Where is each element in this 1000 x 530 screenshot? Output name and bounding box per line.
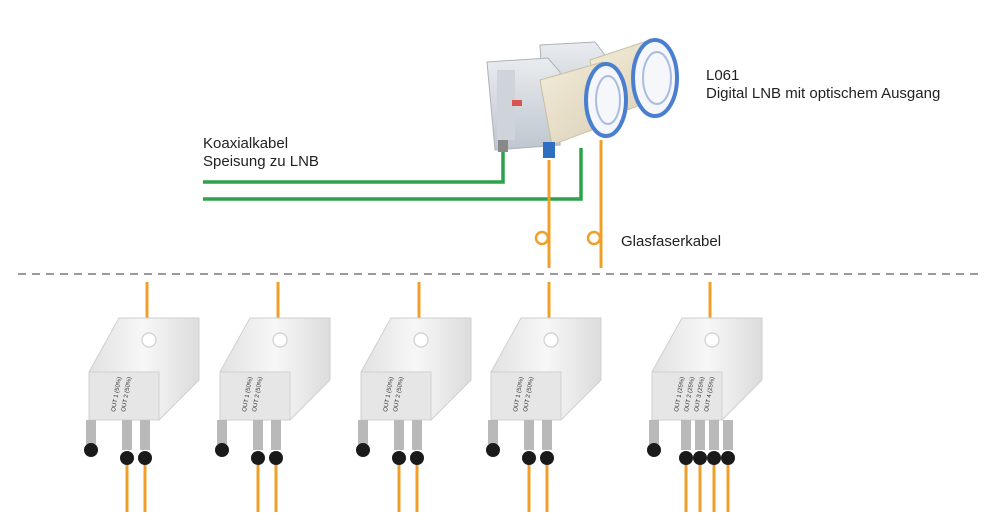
mounting-hole — [141, 332, 157, 348]
input-connector — [358, 420, 368, 444]
splitters-layer: OUT 1 (50%)OUT 2 (50%)OUT 1 (50%)OUT 2 (… — [84, 282, 763, 512]
coax-title-label: Koaxialkabel — [203, 135, 289, 152]
output-connector-cap — [693, 451, 707, 465]
splitter-2: OUT 1 (50%)OUT 2 (50%) — [215, 282, 331, 512]
output-connector — [140, 420, 150, 450]
input-connector — [217, 420, 227, 444]
output-connector-cap — [410, 451, 424, 465]
output-connector — [394, 420, 404, 450]
input-connector — [86, 420, 96, 444]
output-connector-cap — [251, 451, 265, 465]
output-connector — [524, 420, 534, 450]
coax-cable-1 — [203, 150, 505, 184]
input-connector-cap — [486, 443, 500, 457]
splitter-label-face — [490, 371, 562, 421]
output-connector — [723, 420, 733, 450]
output-connector-cap — [721, 451, 735, 465]
output-connector — [542, 420, 552, 450]
fiber-cable-label: Glasfaserkabel — [621, 233, 722, 250]
splitter-label-face — [651, 371, 723, 421]
fiber-loop-2 — [586, 230, 602, 246]
input-connector-cap — [84, 443, 98, 457]
input-connector-cap — [215, 443, 229, 457]
splitter-3: OUT 1 (50%)OUT 2 (50%) — [356, 282, 472, 512]
input-connector — [488, 420, 498, 444]
splitter-4: OUT 1 (50%)OUT 2 (50%) — [486, 282, 602, 512]
splitter-label-face — [219, 371, 291, 421]
output-connector — [271, 420, 281, 450]
lnb-description-label: Digital LNB mit optischem Ausgang — [706, 85, 941, 102]
output-connector — [122, 420, 132, 450]
output-connector — [412, 420, 422, 450]
output-connector-cap — [120, 451, 134, 465]
mounting-hole — [543, 332, 559, 348]
splitter-5: OUT 1 (25%)OUT 2 (25%)OUT 3 (25%)OUT 4 (… — [647, 282, 763, 512]
coax-cable-2 — [203, 148, 583, 201]
output-connector — [253, 420, 263, 450]
mounting-hole — [704, 332, 720, 348]
output-connector-cap — [392, 451, 406, 465]
mounting-hole — [272, 332, 288, 348]
output-connector — [695, 420, 705, 450]
output-connector-cap — [269, 451, 283, 465]
splitter-1: OUT 1 (50%)OUT 2 (50%) — [84, 282, 200, 512]
splitter-label-face — [88, 371, 160, 421]
input-connector-cap — [356, 443, 370, 457]
mounting-hole — [413, 332, 429, 348]
output-connector — [709, 420, 719, 450]
output-connector-cap — [707, 451, 721, 465]
output-connector-cap — [540, 451, 554, 465]
input-connector-cap — [647, 443, 661, 457]
lnb-model-label: L061 — [706, 67, 740, 84]
output-connector-cap — [138, 451, 152, 465]
output-connector-cap — [679, 451, 693, 465]
fiber-loop-1 — [534, 230, 550, 246]
lnb-device-front — [486, 57, 628, 158]
output-connector — [681, 420, 691, 450]
coax-subtitle-label: Speisung zu LNB — [203, 153, 319, 170]
input-connector — [649, 420, 659, 444]
splitter-label-face — [360, 371, 432, 421]
output-connector-cap — [522, 451, 536, 465]
